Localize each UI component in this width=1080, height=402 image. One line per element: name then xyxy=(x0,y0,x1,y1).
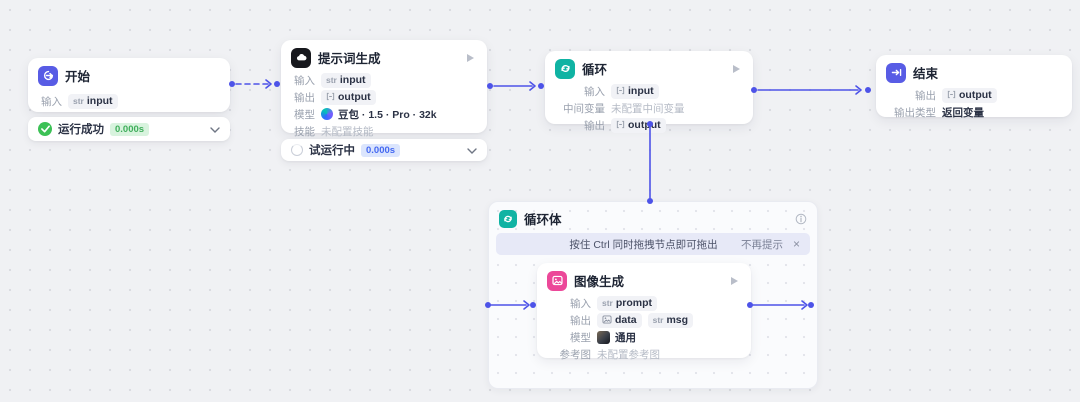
row-label: 技能 xyxy=(294,125,315,138)
start-arrow-icon xyxy=(38,65,58,86)
start-run-status[interactable]: 运行成功 0.000s xyxy=(28,117,230,141)
model-value: 通用 xyxy=(597,330,636,345)
info-icon[interactable] xyxy=(795,213,807,225)
row-label: 模型 xyxy=(294,108,315,121)
loop-arrows-icon xyxy=(555,58,575,79)
intermediate-var-empty-text: 未配置中间变量 xyxy=(611,102,685,115)
drag-hint-banner: 按住 Ctrl 同时拖拽节点即可拖出 不再提示 × xyxy=(496,233,810,255)
prompt-cloud-icon xyxy=(291,47,311,68)
variable-tag: str input xyxy=(321,72,371,88)
model-value: 豆包 · 1.5 · Pro · 32k xyxy=(321,107,437,122)
node-title: 循环 xyxy=(582,63,608,77)
node-prompt-generation[interactable]: 提示词生成 输入 str input 输出 output 模型 豆包 · 1.5… xyxy=(281,40,487,138)
row-label: 输出类型 xyxy=(894,106,936,119)
array-type-icon xyxy=(616,82,625,100)
row-label: 输入 xyxy=(41,95,62,108)
node-image-generation[interactable]: 图像生成 输入 str prompt 输出 data str msg 模型 xyxy=(537,263,751,361)
node-title: 提示词生成 xyxy=(318,52,381,66)
dismiss-hint-button[interactable]: 不再提示 xyxy=(740,238,783,251)
duration-badge: 0.000s xyxy=(110,122,150,136)
status-label: 试运行中 xyxy=(309,145,355,157)
variable-tag: data xyxy=(597,311,642,329)
row-label: 中间变量 xyxy=(563,102,605,115)
node-end[interactable]: 结束 输出 output 输出类型 返回变量 xyxy=(876,55,1072,119)
loop-body-title: 循环体 xyxy=(524,213,562,227)
end-arrow-icon xyxy=(886,62,906,83)
status-label: 运行成功 xyxy=(58,124,104,136)
row-label: 模型 xyxy=(570,331,591,344)
row-label: 输出 xyxy=(294,91,315,104)
run-node-button[interactable] xyxy=(728,274,741,288)
node-title: 结束 xyxy=(913,67,939,81)
node-start[interactable]: 开始 输入 str input xyxy=(28,58,230,112)
row-label: 输入 xyxy=(294,74,315,87)
chevron-down-icon[interactable] xyxy=(467,141,477,159)
loop-body-container[interactable]: 循环体 按住 Ctrl 同时拖拽节点即可拖出 不再提示 × 图像生成 输入 st… xyxy=(488,201,818,389)
node-title: 图像生成 xyxy=(574,275,625,289)
array-type-icon xyxy=(616,116,625,134)
array-type-icon xyxy=(326,88,335,106)
array-type-icon xyxy=(947,86,956,104)
row-label: 输出 xyxy=(915,89,936,102)
skills-empty-text: 未配置技能 xyxy=(321,125,374,138)
chevron-down-icon[interactable] xyxy=(210,120,220,138)
loop-arrows-icon xyxy=(499,209,517,228)
node-loop[interactable]: 循环 输入 input 中间变量 未配置中间变量 输出 output xyxy=(545,51,753,133)
variable-tag: output xyxy=(321,88,376,106)
variable-tag: output xyxy=(942,86,997,104)
output-type-value: 返回变量 xyxy=(942,106,984,119)
variable-tag: str input xyxy=(68,93,118,109)
run-node-button[interactable] xyxy=(464,51,477,65)
variable-tag: output xyxy=(611,116,666,134)
row-label: 输入 xyxy=(570,297,591,310)
image-picture-icon xyxy=(547,270,567,291)
generic-model-avatar xyxy=(597,330,610,344)
run-node-button[interactable] xyxy=(730,62,743,76)
row-label: 输出 xyxy=(570,314,591,327)
row-label: 输入 xyxy=(584,85,605,98)
row-label: 输出 xyxy=(584,119,605,132)
duration-badge: 0.000s xyxy=(361,143,401,157)
banner-message: 按住 Ctrl 同时拖拽节点即可拖出 xyxy=(569,238,718,251)
node-title: 开始 xyxy=(65,70,91,84)
spinner-icon xyxy=(291,144,303,156)
row-label: 参考图 xyxy=(559,348,592,361)
success-check-icon xyxy=(38,122,52,136)
variable-tag: str prompt xyxy=(597,295,658,311)
variable-tag: str msg xyxy=(647,312,694,328)
close-icon[interactable]: × xyxy=(792,237,800,251)
variable-tag: input xyxy=(611,82,659,100)
prompt-run-status[interactable]: 试运行中 0.000s xyxy=(281,139,487,161)
image-type-icon xyxy=(602,311,612,329)
reference-image-empty-text: 未配置参考图 xyxy=(597,348,660,361)
doubao-logo xyxy=(321,108,333,120)
